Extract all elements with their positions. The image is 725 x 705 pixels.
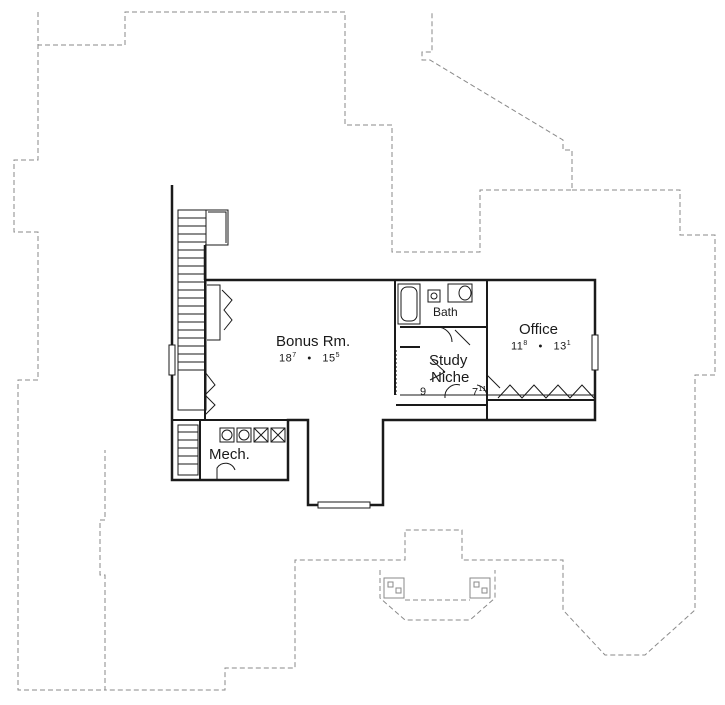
bonus-room-dimensions: 187 • 155 <box>279 352 340 365</box>
windows <box>168 334 599 509</box>
office-width-in: 8 <box>523 340 528 347</box>
study-width: 9 <box>420 386 427 398</box>
office-depth-ft: 13 <box>553 340 567 353</box>
bath-label: Bath <box>433 305 458 319</box>
mech-label: Mech. <box>209 446 250 463</box>
mech-fixtures <box>177 424 286 480</box>
bonus-separator: • <box>307 352 312 365</box>
bonus-depth-ft: 15 <box>322 352 336 365</box>
study-label-line2: Niche <box>431 369 470 386</box>
bath-fixtures <box>397 283 473 381</box>
study-depth-ft: 7 <box>472 386 479 399</box>
door-swings <box>444 374 501 399</box>
office-label: Office <box>519 321 558 338</box>
office-width-ft: 11 <box>511 340 524 353</box>
bonus-width-in: 7 <box>292 352 297 359</box>
study-label-line1: Study <box>429 352 468 369</box>
bonus-width-ft: 18 <box>279 352 293 365</box>
study-depth-in: 11 <box>478 386 487 393</box>
porch-columns <box>383 577 491 599</box>
study-depth: 711 <box>472 386 487 399</box>
lower-floor-outline <box>13 11 716 691</box>
office-dimensions: 118 • 131 <box>511 340 571 353</box>
closet-doors <box>204 284 595 416</box>
bonus-depth-in: 5 <box>335 352 341 359</box>
office-separator: • <box>538 340 543 353</box>
office-depth-in: 1 <box>566 340 572 347</box>
bonus-room-label: Bonus Rm. <box>276 333 351 350</box>
